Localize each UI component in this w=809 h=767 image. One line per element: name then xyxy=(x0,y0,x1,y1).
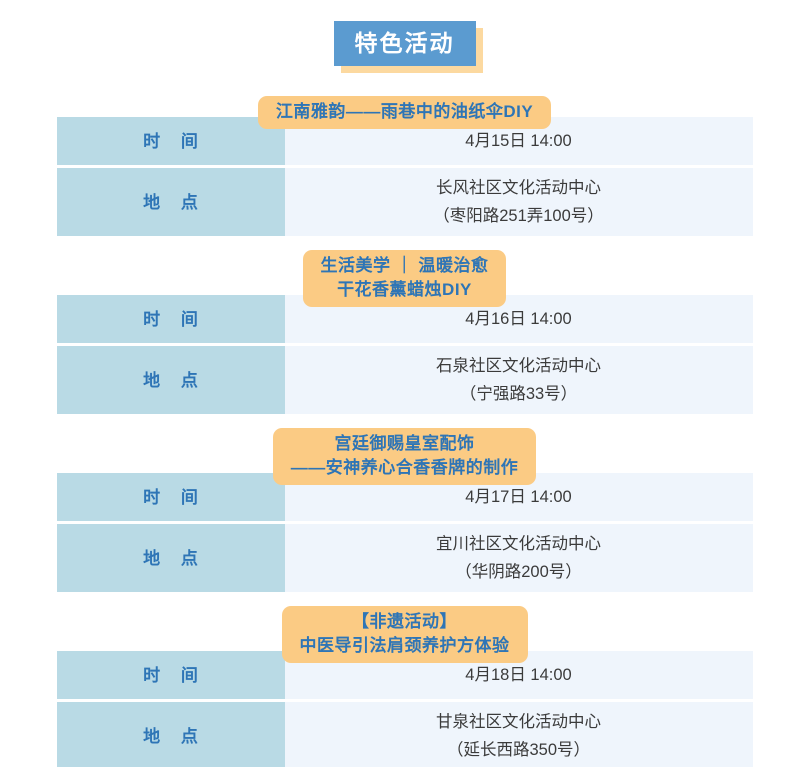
table-row: 地 点 甘泉社区文化活动中心 （延长西路350号） xyxy=(56,702,753,767)
value-line: 4月17日 14:00 xyxy=(465,488,572,506)
header-box: 特色活动 xyxy=(333,21,476,66)
activity-detail-table: 时 间 4月16日 14:00 地 点 石泉社区文化活动中心 （宁强路33号） xyxy=(56,295,753,414)
label-text: 地 点 xyxy=(143,548,206,568)
activity-block: 江南雅韵——雨巷中的油纸伞DIY 时 间 4月15日 14:00 地 点 长风社区文化活… xyxy=(0,96,809,236)
activity-title-line: 生活美学 ｜ 温暖治愈 xyxy=(320,256,489,275)
activity-title-pill[interactable]: 生活美学 ｜ 温暖治愈干花香薰蜡烛DIY xyxy=(302,250,507,307)
activity-detail-table: 时 间 4月18日 14:00 地 点 甘泉社区文化活动中心 （延长西路350号） xyxy=(56,651,753,767)
table-cell-label-place: 地 点 xyxy=(56,524,285,592)
table-row: 地 点 长风社区文化活动中心 （枣阳路251弄100号） xyxy=(56,168,753,236)
table-row: 地 点 宜川社区文化活动中心 （华阴路200号） xyxy=(56,524,753,592)
label-text: 时 间 xyxy=(143,131,206,151)
value-line: 4月16日 14:00 xyxy=(465,310,572,328)
activity-title-line: 干花香薰蜡烛DIY xyxy=(337,280,472,299)
table-cell-value-place: 长风社区文化活动中心 （枣阳路251弄100号） xyxy=(284,168,753,236)
label-text: 时 间 xyxy=(143,487,206,507)
table-row: 时 间 4月16日 14:00 xyxy=(56,295,753,343)
table-cell-label-time: 时 间 xyxy=(56,651,285,699)
activity-title-row: 【非遗活动】中医导引法肩颈养护方体验 xyxy=(0,606,809,663)
activity-list: 江南雅韵——雨巷中的油纸伞DIY 时 间 4月15日 14:00 地 点 长风社区文化活… xyxy=(0,96,809,767)
activity-title-pill[interactable]: 宫廷御赐皇室配饰 ——安神养心合香香牌的制作 xyxy=(272,428,537,485)
activity-title-line: ——安神养心合香香牌的制作 xyxy=(290,458,519,477)
activity-block: 生活美学 ｜ 温暖治愈干花香薰蜡烛DIY 时 间 4月16日 14:00 地 点 石泉社… xyxy=(0,250,809,414)
table-cell-label-time: 时 间 xyxy=(56,473,285,521)
activity-title-row: 生活美学 ｜ 温暖治愈干花香薰蜡烛DIY xyxy=(0,250,809,307)
activity-title-row: 江南雅韵——雨巷中的油纸伞DIY xyxy=(0,96,809,129)
label-text: 时 间 xyxy=(143,309,206,329)
value-line: 宜川社区文化活动中心 xyxy=(436,535,601,553)
activity-block: 【非遗活动】中医导引法肩颈养护方体验时 间 4月18日 14:00 地 点 甘泉社区文… xyxy=(0,606,809,767)
table-cell-label-place: 地 点 xyxy=(56,702,285,767)
value-line: 4月18日 14:00 xyxy=(465,666,572,684)
activity-title-row: 宫廷御赐皇室配饰 ——安神养心合香香牌的制作 xyxy=(0,428,809,485)
activity-title-pill[interactable]: 【非遗活动】中医导引法肩颈养护方体验 xyxy=(281,606,528,663)
value-line: 4月15日 14:00 xyxy=(465,132,572,150)
activity-detail-table: 时 间 4月15日 14:00 地 点 长风社区文化活动中心 （枣阳路251弄100号） xyxy=(56,117,753,236)
value-line: （华阴路200号） xyxy=(455,563,582,581)
activity-title-line: 江南雅韵——雨巷中的油纸伞DIY xyxy=(275,102,534,121)
value-line: 石泉社区文化活动中心 xyxy=(436,357,601,375)
table-cell-label-time: 时 间 xyxy=(56,117,285,165)
label-text: 地 点 xyxy=(143,370,206,390)
table-row: 地 点 石泉社区文化活动中心 （宁强路33号） xyxy=(56,346,753,414)
value-line: （延长西路350号） xyxy=(446,741,591,759)
table-cell-value-place: 宜川社区文化活动中心 （华阴路200号） xyxy=(284,524,753,592)
activity-title-line: 【非遗活动】 xyxy=(352,612,457,631)
value-line: 长风社区文化活动中心 xyxy=(436,179,601,197)
value-line: （枣阳路251弄100号） xyxy=(433,207,604,225)
table-cell-value-time: 4月16日 14:00 xyxy=(284,295,753,343)
page-title: 特色活动 xyxy=(354,30,455,56)
header-badge: 特色活动 xyxy=(333,21,483,73)
label-text: 时 间 xyxy=(143,665,206,685)
page-header: 特色活动 xyxy=(0,0,809,96)
value-line: 甘泉社区文化活动中心 xyxy=(436,713,601,731)
activity-title-pill[interactable]: 江南雅韵——雨巷中的油纸伞DIY xyxy=(257,96,552,129)
activity-title-line: 宫廷御赐皇室配饰 xyxy=(334,434,475,453)
table-cell-value-place: 甘泉社区文化活动中心 （延长西路350号） xyxy=(284,702,753,767)
table-cell-label-time: 时 间 xyxy=(56,295,285,343)
activity-title-line: 中医导引法肩颈养护方体验 xyxy=(299,636,510,655)
table-cell-label-place: 地 点 xyxy=(56,168,285,236)
activity-block: 宫廷御赐皇室配饰 ——安神养心合香香牌的制作时 间 4月17日 14:00 地 点 宜川… xyxy=(0,428,809,592)
value-line: （宁强路33号） xyxy=(459,385,578,403)
table-cell-value-place: 石泉社区文化活动中心 （宁强路33号） xyxy=(284,346,753,414)
label-text: 地 点 xyxy=(143,192,206,212)
activity-detail-table: 时 间 4月17日 14:00 地 点 宜川社区文化活动中心 （华阴路200号） xyxy=(56,473,753,592)
label-text: 地 点 xyxy=(143,726,206,746)
table-cell-label-place: 地 点 xyxy=(56,346,285,414)
